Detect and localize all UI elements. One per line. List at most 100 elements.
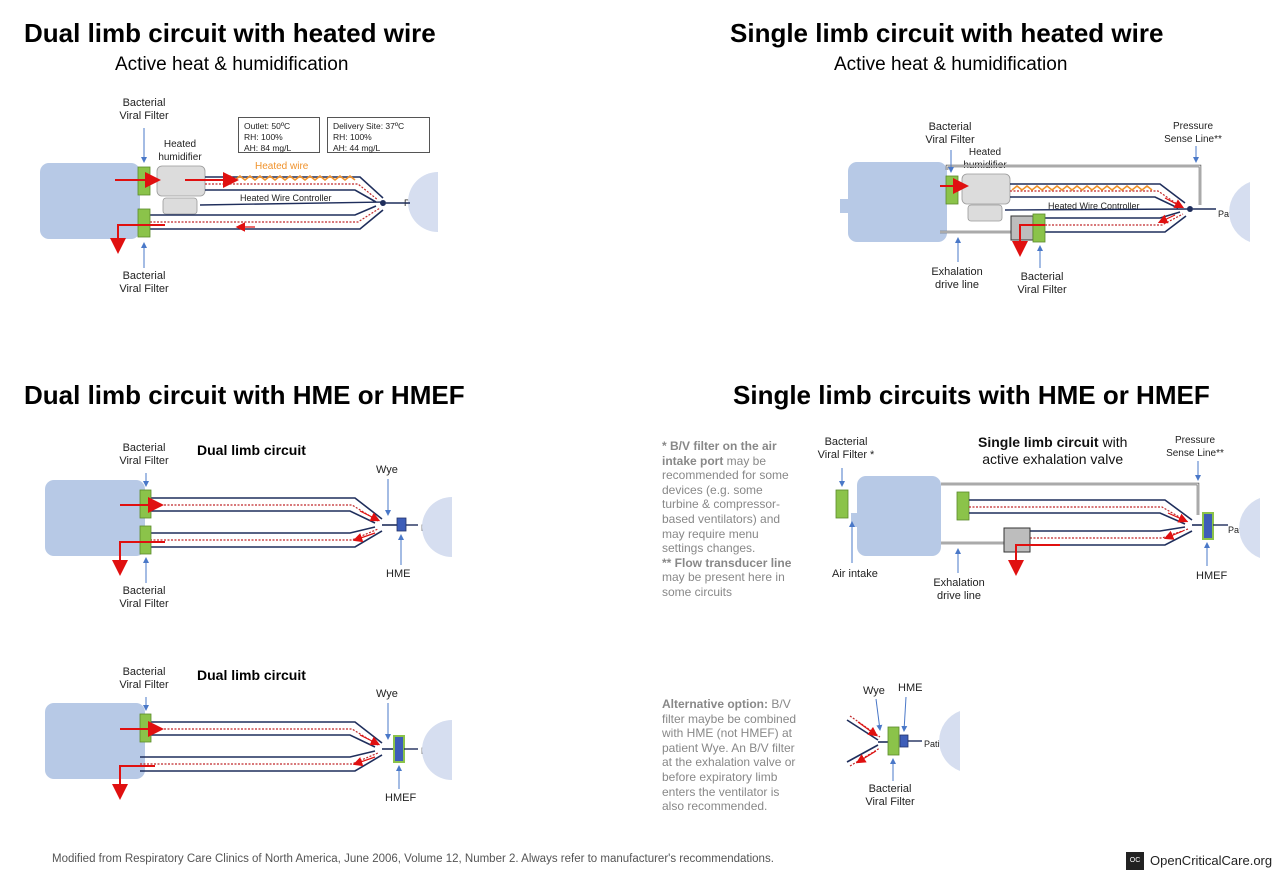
q4-sub-title: Single limb circuit with active exhalati… <box>978 434 1128 467</box>
q3b-filter-top-label: Bacterial Viral Filter <box>119 666 169 691</box>
q4-alt-filter <box>887 726 900 756</box>
q3a-inspiratory-limb <box>150 497 383 524</box>
q4-exhalation-label: Exhalation drive line <box>933 577 985 602</box>
q2-filter-top <box>945 175 959 205</box>
q4-alt-hme <box>899 734 909 748</box>
q4-outlet-filter <box>956 491 970 521</box>
q2-heated-wire <box>1011 184 1153 192</box>
q3b-flow-out-arrow <box>112 765 155 800</box>
q4-expiratory-limb <box>1030 526 1193 546</box>
q2-patient-label: Patient <box>1218 209 1247 219</box>
footer-brand: OpenCriticalCare.org <box>1150 853 1273 868</box>
q1-humidifier-base <box>162 197 198 215</box>
q3a-filter-bottom <box>139 525 152 555</box>
q4-alt-patient-label: Patient <box>924 739 953 749</box>
q1-heated-wire <box>224 174 356 182</box>
footer-logo-mark: OC <box>1129 857 1141 864</box>
q2-flow-out-arrow <box>1012 224 1045 257</box>
q4-air-intake-label: Air intake <box>832 568 878 580</box>
q1-filter-top <box>137 166 151 196</box>
q2-filter-top-label: Bacterial Viral Filter <box>925 121 975 146</box>
q1-patient-label: Patient <box>404 198 433 208</box>
q1-wye <box>380 200 386 206</box>
q4-ventilator-label: Ventilator <box>872 509 931 525</box>
q4-filter-label: Bacterial Viral Filter * <box>817 436 875 461</box>
q3a-sub-title: Dual limb circuit <box>197 442 306 458</box>
q3a-filter-bottom-label: Bacterial Viral Filter <box>119 585 169 610</box>
q3a-ventilator-label: Ventilator <box>60 510 119 526</box>
q3b-inspiratory-limb <box>150 721 383 748</box>
q4-alt-wye-label: Wye <box>863 685 885 697</box>
q3a-hme-label: HME <box>386 568 411 580</box>
q3b-hmef-label: HMEF <box>385 792 417 804</box>
q4-alt-note: Alternative option: B/V filter maybe be … <box>662 697 797 814</box>
q1-expiratory-limb <box>150 205 384 230</box>
q3a-wye-label: Wye <box>376 464 398 476</box>
q1-filter-top-label: Bacterial Viral Filter <box>119 97 169 122</box>
q2-pressure-line-label: Pressure Sense Line** <box>1164 121 1222 145</box>
q4-exhalation-valve <box>1003 527 1031 553</box>
q2-filter-bottom <box>1032 213 1046 243</box>
q4-pressure-line <box>941 482 1200 515</box>
q3b-expiratory-limb <box>140 750 383 772</box>
q2-delivery-arrow <box>1164 197 1185 209</box>
q3b-hmef <box>393 735 405 763</box>
q2-ventilator-label: Ventilator <box>862 193 921 209</box>
q1-flow-out-arrow <box>110 224 165 254</box>
q2-subtitle: Active heat & humidification <box>834 54 1068 75</box>
q4-flow-out-arrow <box>1008 544 1060 576</box>
q3b-filter-top <box>139 713 152 743</box>
q4-title: Single limb circuits with HME or HMEF <box>733 380 1210 410</box>
q4-alt-delivery-arrow <box>857 721 878 737</box>
q1-wire-controller-label: Heated Wire Controller <box>240 193 332 203</box>
q3b-ventilator-label: Ventilator <box>60 734 119 750</box>
q1-title: Dual limb circuit with heated wire <box>24 18 436 48</box>
q2-return-arrow <box>1157 214 1176 224</box>
q1-ventilator-label: Ventilator <box>55 193 114 209</box>
q2-humidifier-label: Heated humidifier <box>963 147 1007 171</box>
q4-note: * B/V filter on the air intake port may … <box>662 439 792 599</box>
q1-humidifier-label: Heated humidifier <box>158 139 202 163</box>
q3b-wye-label: Wye <box>376 688 398 700</box>
q2-humidifier-base <box>967 204 1003 222</box>
q4-hmef <box>1202 512 1214 540</box>
q1-filter-bottom <box>137 208 151 238</box>
q4-delivery-arrow <box>1167 512 1189 523</box>
q3b-return-arrow <box>352 756 376 767</box>
q3a-return-arrow <box>352 532 376 543</box>
q2-filter-bottom-label: Bacterial Viral Filter <box>1017 271 1067 296</box>
q3a-filter-top-label: Bacterial Viral Filter <box>119 442 169 467</box>
q3b-delivery-arrow <box>359 734 381 746</box>
q4-alt-wye-pointer <box>875 698 883 731</box>
q2-exhalation-label: Exhalation drive line <box>931 266 983 291</box>
q4-alt-hme-label: HME <box>898 682 923 694</box>
q2-wire-controller-label: Heated Wire Controller <box>1048 201 1140 211</box>
q3a-hme <box>396 517 407 532</box>
q2-expiratory-limb <box>1045 211 1187 233</box>
q4-alt-wye-limbs <box>846 715 881 767</box>
q4-patient-label: Patient <box>1228 525 1257 535</box>
q3a-diagram <box>45 473 452 583</box>
q1-outlet-box: Outlet: 50ºC RH: 100% AH: 84 mg/L <box>238 117 320 153</box>
q4-air-intake-filter <box>835 489 849 519</box>
q2-exhalation-valve <box>1010 215 1034 241</box>
q2-temp-label: 35ºC <box>969 185 989 195</box>
q4-alt-filter-label: Bacterial Viral Filter <box>865 783 915 808</box>
q3a-filter-top <box>139 489 152 519</box>
q1-temp-label: 35ºC <box>164 177 184 187</box>
q3a-patient-label: Patient <box>421 523 450 533</box>
q1-filter-bottom-label: Bacterial Viral Filter <box>119 270 169 295</box>
q3b-patient-label: Patient <box>421 746 450 756</box>
q3b-sub-title: Dual limb circuit <box>197 667 306 683</box>
footer-logo: OC <box>1126 852 1144 870</box>
q4-alt-hme-pointer <box>901 696 908 732</box>
q3-title: Dual limb circuit with HME or HMEF <box>24 380 465 410</box>
q1-delivery-box: Delivery Site: 37ºC RH: 100% AH: 44 mg/L <box>327 117 430 153</box>
q3a-expiratory-limb <box>150 526 383 548</box>
q4-alt-return-arrow <box>855 750 877 764</box>
q3a-delivery-arrow <box>359 510 381 522</box>
q4-hmef-label: HMEF <box>1196 570 1228 582</box>
q1-subtitle: Active heat & humidification <box>115 54 349 75</box>
q4-pressure-line-label: Pressure Sense Line** <box>1166 435 1224 459</box>
q3a-flow-out-arrow <box>112 541 165 576</box>
